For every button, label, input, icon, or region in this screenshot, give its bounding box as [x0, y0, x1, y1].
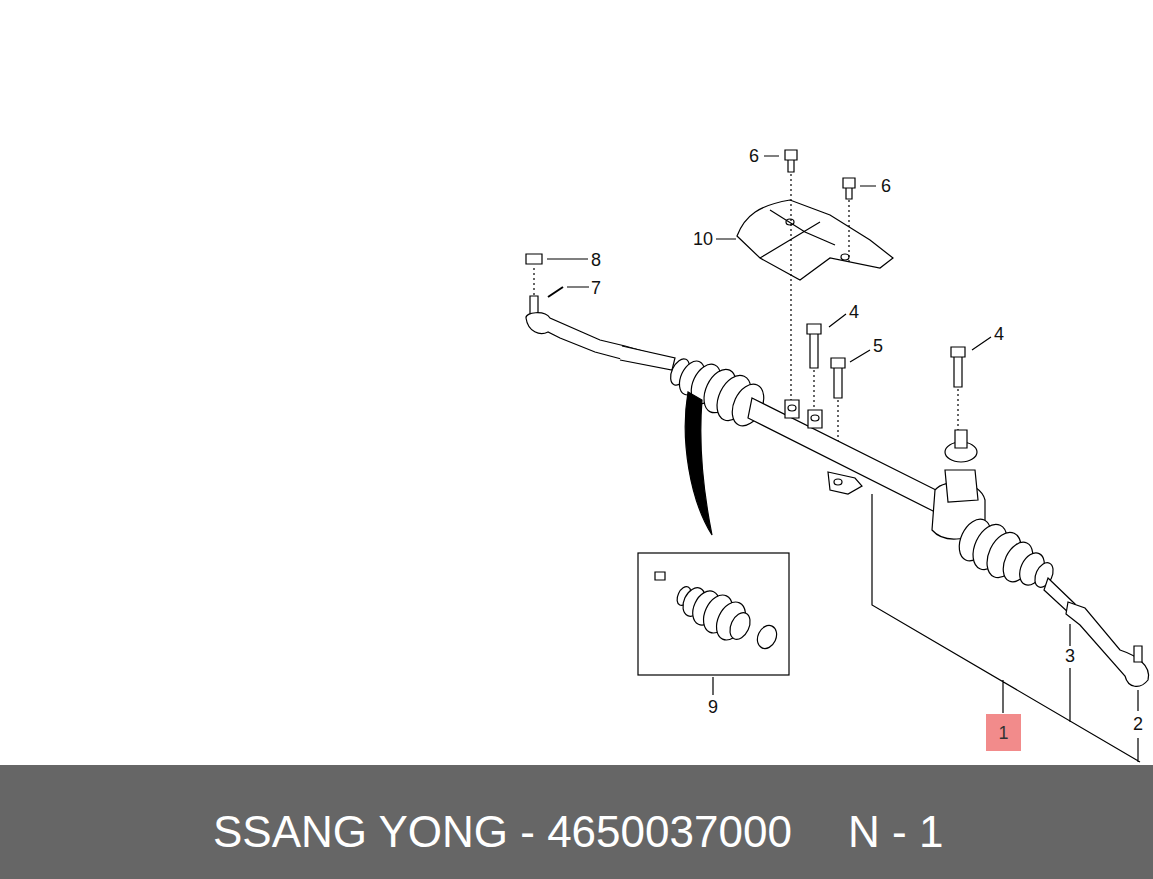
callout-number: 5	[873, 337, 883, 355]
callout-number: 4	[849, 303, 859, 321]
callout-number: 6	[749, 147, 759, 165]
callout-number: 8	[591, 251, 601, 269]
callout-number: 4	[994, 325, 1004, 343]
callout-number: 9	[708, 698, 718, 716]
callout-number: 10	[693, 230, 713, 248]
footer-band: SSANG YONG - 4650037000 N - 1	[0, 765, 1153, 879]
highlight-box: 1	[986, 714, 1021, 751]
callout-number: 3	[1065, 647, 1075, 665]
callout-number: 7	[591, 279, 601, 297]
node-text: N - 1	[848, 810, 943, 854]
node-text: SSANG YONG - 4650037000	[213, 810, 792, 854]
node-text: 1	[998, 724, 1008, 742]
callout-number: 2	[1133, 715, 1143, 733]
callout-number: 6	[881, 177, 891, 195]
